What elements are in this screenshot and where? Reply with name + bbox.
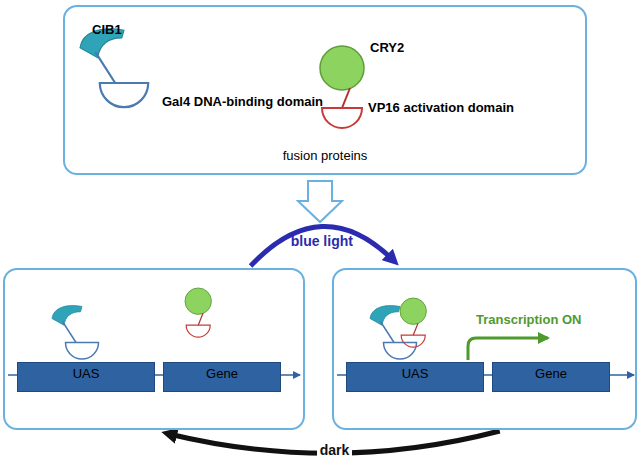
part-name: Gal4 DNA-binding domain — [162, 94, 323, 109]
edge-label: dark — [317, 442, 353, 458]
transcription-arrow — [468, 338, 548, 360]
protein-cry2-vp16 — [400, 298, 426, 347]
transition-arrow — [251, 226, 393, 266]
box-label: Gene — [493, 366, 609, 381]
panel-caption: fusion proteins — [65, 148, 585, 163]
box-label: UAS — [347, 366, 483, 381]
part-name: CIB1 — [92, 22, 122, 37]
uas-box: UAS — [17, 362, 155, 392]
hollow-arrow — [298, 181, 342, 222]
gene-box: Gene — [163, 362, 281, 392]
uas-box: UAS — [346, 362, 484, 392]
protein-cib1-gal4 — [52, 306, 99, 359]
part-name: VP16 activation domain — [368, 100, 514, 115]
protein-cry2-vp16 — [185, 288, 211, 337]
fusion-panel: fusion proteins — [63, 5, 587, 175]
protein-cib1-gal4 — [80, 29, 148, 107]
edge-label: blue light — [288, 233, 356, 249]
box-label: Gene — [164, 366, 280, 381]
gene-box: Gene — [492, 362, 610, 392]
part-name: CRY2 — [370, 40, 404, 55]
box-label: UAS — [18, 366, 154, 381]
state-panel: UAS Gene — [3, 268, 305, 430]
state-panel: UAS Gene — [332, 268, 637, 430]
status-label: Transcription ON — [476, 312, 581, 327]
protein-cry2-vp16 — [320, 46, 364, 128]
